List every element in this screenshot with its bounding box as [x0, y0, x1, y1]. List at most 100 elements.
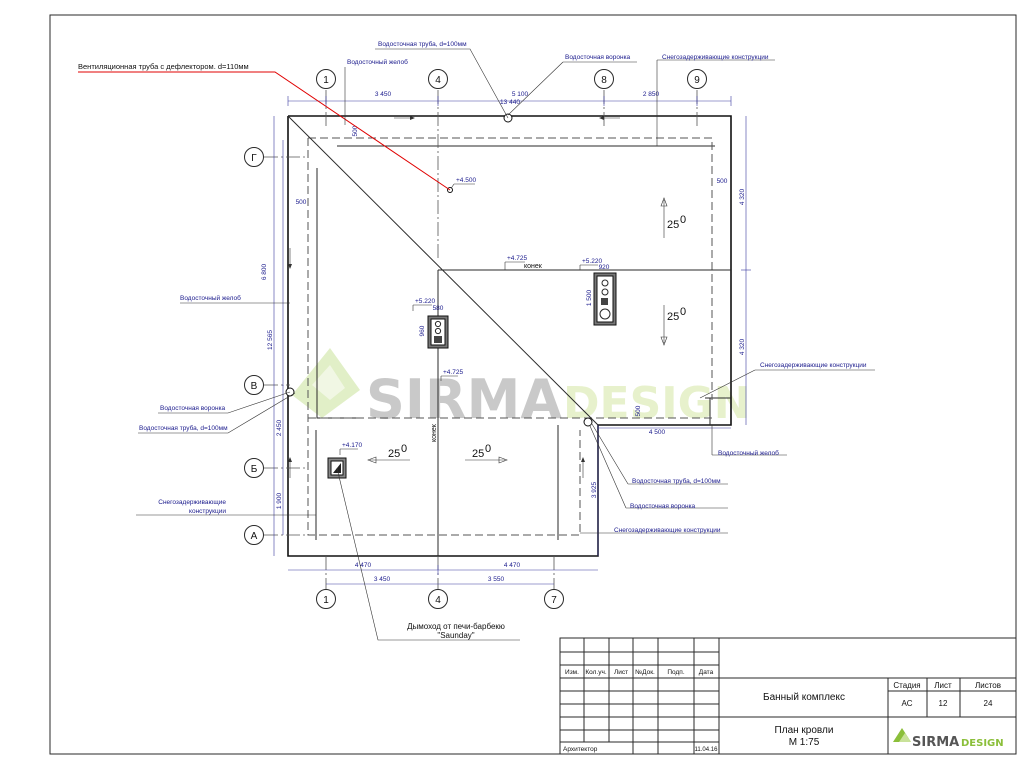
axis-label: А [251, 531, 258, 542]
wall-dashed-top [308, 137, 713, 400]
dim-text: 500 [717, 178, 728, 185]
dim-text: 4 320 [739, 188, 746, 205]
slope-arrows [288, 116, 668, 478]
dim-text: 5 100 [512, 91, 529, 98]
axis-label: 1 [323, 75, 329, 86]
slope-label: 25 [388, 448, 400, 460]
note: Водосточная труба, d=100мм [378, 40, 467, 48]
axis-label: Б [251, 464, 258, 475]
slope-labels: 25 0 25 0 25 0 25 0 конек конек [388, 214, 686, 460]
wall-dashed-left [307, 138, 581, 536]
tb-sheet-title: План кровли [775, 725, 834, 736]
note: Снегозадерживающие конструкции [662, 54, 769, 61]
note: Водосточный желоб [180, 294, 241, 302]
dim-text: 1 500 [586, 289, 593, 306]
watermark: SIRMA DESIGN [292, 348, 751, 431]
level-text: +5.220 [415, 298, 435, 305]
axis-bubbles-top: 1 4 8 9 [316, 69, 707, 89]
note: Снегозадерживающие конструкции [760, 362, 867, 369]
level-text: +5.220 [582, 258, 602, 265]
leader-lines [78, 48, 875, 641]
dim-text: 12 565 [267, 330, 274, 350]
slope-label: 25 [667, 219, 679, 231]
note: Водосточная труба, d=100мм [632, 477, 721, 485]
axis-label: Г [251, 153, 257, 164]
ridge-label: конек [431, 423, 438, 442]
dim-text: 2 850 [643, 91, 660, 98]
tb-stage: АС [902, 699, 913, 708]
note: конструкции [189, 508, 226, 515]
annotation-texts: Вентиляционная труба с дефлектором. d=11… [78, 40, 867, 640]
dim-text: 960 [419, 325, 426, 336]
dim-text: 500 [635, 405, 642, 416]
axis-label: 9 [694, 75, 700, 86]
dim-text: 13 440 [500, 99, 520, 106]
axis-lines [264, 90, 698, 590]
dim-text: 3 450 [375, 91, 392, 98]
title-block [559, 637, 1017, 755]
sheet-frame [49, 14, 1017, 755]
dim-text: 4 320 [739, 338, 746, 355]
chimney-note: Дымоход от печи-барбекю [407, 622, 505, 631]
note: Снегозадерживающие [158, 499, 226, 506]
dim-text: 4 470 [504, 562, 521, 569]
tb-header: Изм. [565, 669, 579, 676]
note: Водосточная воронка [565, 54, 631, 61]
dim-text: 2 450 [276, 419, 283, 436]
drain-funnel-icon [583, 417, 593, 427]
degree-mark: 0 [401, 443, 407, 455]
tb-scale: М 1:75 [789, 737, 820, 748]
watermark-sirma: SIRMA [366, 368, 562, 431]
dim-text: 6 800 [261, 263, 268, 280]
tb-date: 11.04.16 [695, 747, 719, 753]
tb-header: Дата [699, 669, 714, 676]
axis-label: 4 [435, 595, 441, 606]
tb-sheet: 12 [939, 699, 948, 708]
logo-sirma: SIRMA [912, 735, 959, 750]
note: Водосточный желоб [347, 58, 408, 66]
tb-sheet-header: Лист [934, 681, 952, 690]
tb-role: Архитектор [563, 746, 598, 753]
ridges [287, 115, 731, 556]
axis-bubbles-left: Г В Б А [244, 147, 264, 545]
chimney-note: "Saunday" [437, 631, 474, 640]
tb-header: Кол.уч. [585, 669, 606, 676]
axis-label: 1 [323, 595, 329, 606]
tb-header: Подп. [667, 669, 684, 676]
dim-text: 580 [433, 305, 444, 312]
dim-text: 500 [296, 199, 307, 206]
note: Водосточная воронка [630, 503, 696, 510]
dim-text: 3 450 [374, 576, 391, 583]
note: Водосточная труба, d=100мм [139, 424, 228, 432]
note: Снегозадерживающие конструкции [614, 527, 721, 534]
axis-label: 8 [601, 75, 607, 86]
dim-text: 500 [352, 125, 359, 136]
level-text: +4.725 [443, 369, 463, 376]
dim-text: 3 550 [488, 576, 505, 583]
dim-text: 4 470 [355, 562, 372, 569]
slope-label: 25 [472, 448, 484, 460]
axis-bubbles-bottom: 1 4 7 [316, 589, 564, 609]
axis-label: 7 [551, 595, 557, 606]
chimney-middle [427, 315, 449, 349]
dim-text: 1 900 [276, 492, 283, 509]
tb-project: Банный комплекс [763, 692, 845, 703]
degree-mark: 0 [485, 443, 491, 455]
vent-pipe-note: Вентиляционная труба с дефлектором. d=11… [78, 62, 249, 71]
tb-sheets-header: Листов [975, 681, 1001, 690]
logo: SIRMA DESIGN [893, 728, 1004, 750]
axis-label: 4 [435, 75, 441, 86]
ridge-label: конек [524, 263, 543, 270]
note: Водосточная воронка [160, 405, 226, 412]
tb-header: №Док. [635, 669, 655, 676]
dim-text: 3 925 [591, 481, 598, 498]
dimension-texts: 3 450 5 100 2 850 13 440 12 565 6 800 2 … [261, 91, 746, 583]
tb-sheets: 24 [984, 699, 993, 708]
level-text: +4.500 [456, 177, 476, 184]
slope-label: 25 [667, 311, 679, 323]
dim-text: 4 500 [649, 429, 666, 436]
degree-mark: 0 [680, 214, 686, 226]
note: Водосточный желоб [718, 449, 779, 457]
dim-text: 920 [599, 264, 610, 271]
